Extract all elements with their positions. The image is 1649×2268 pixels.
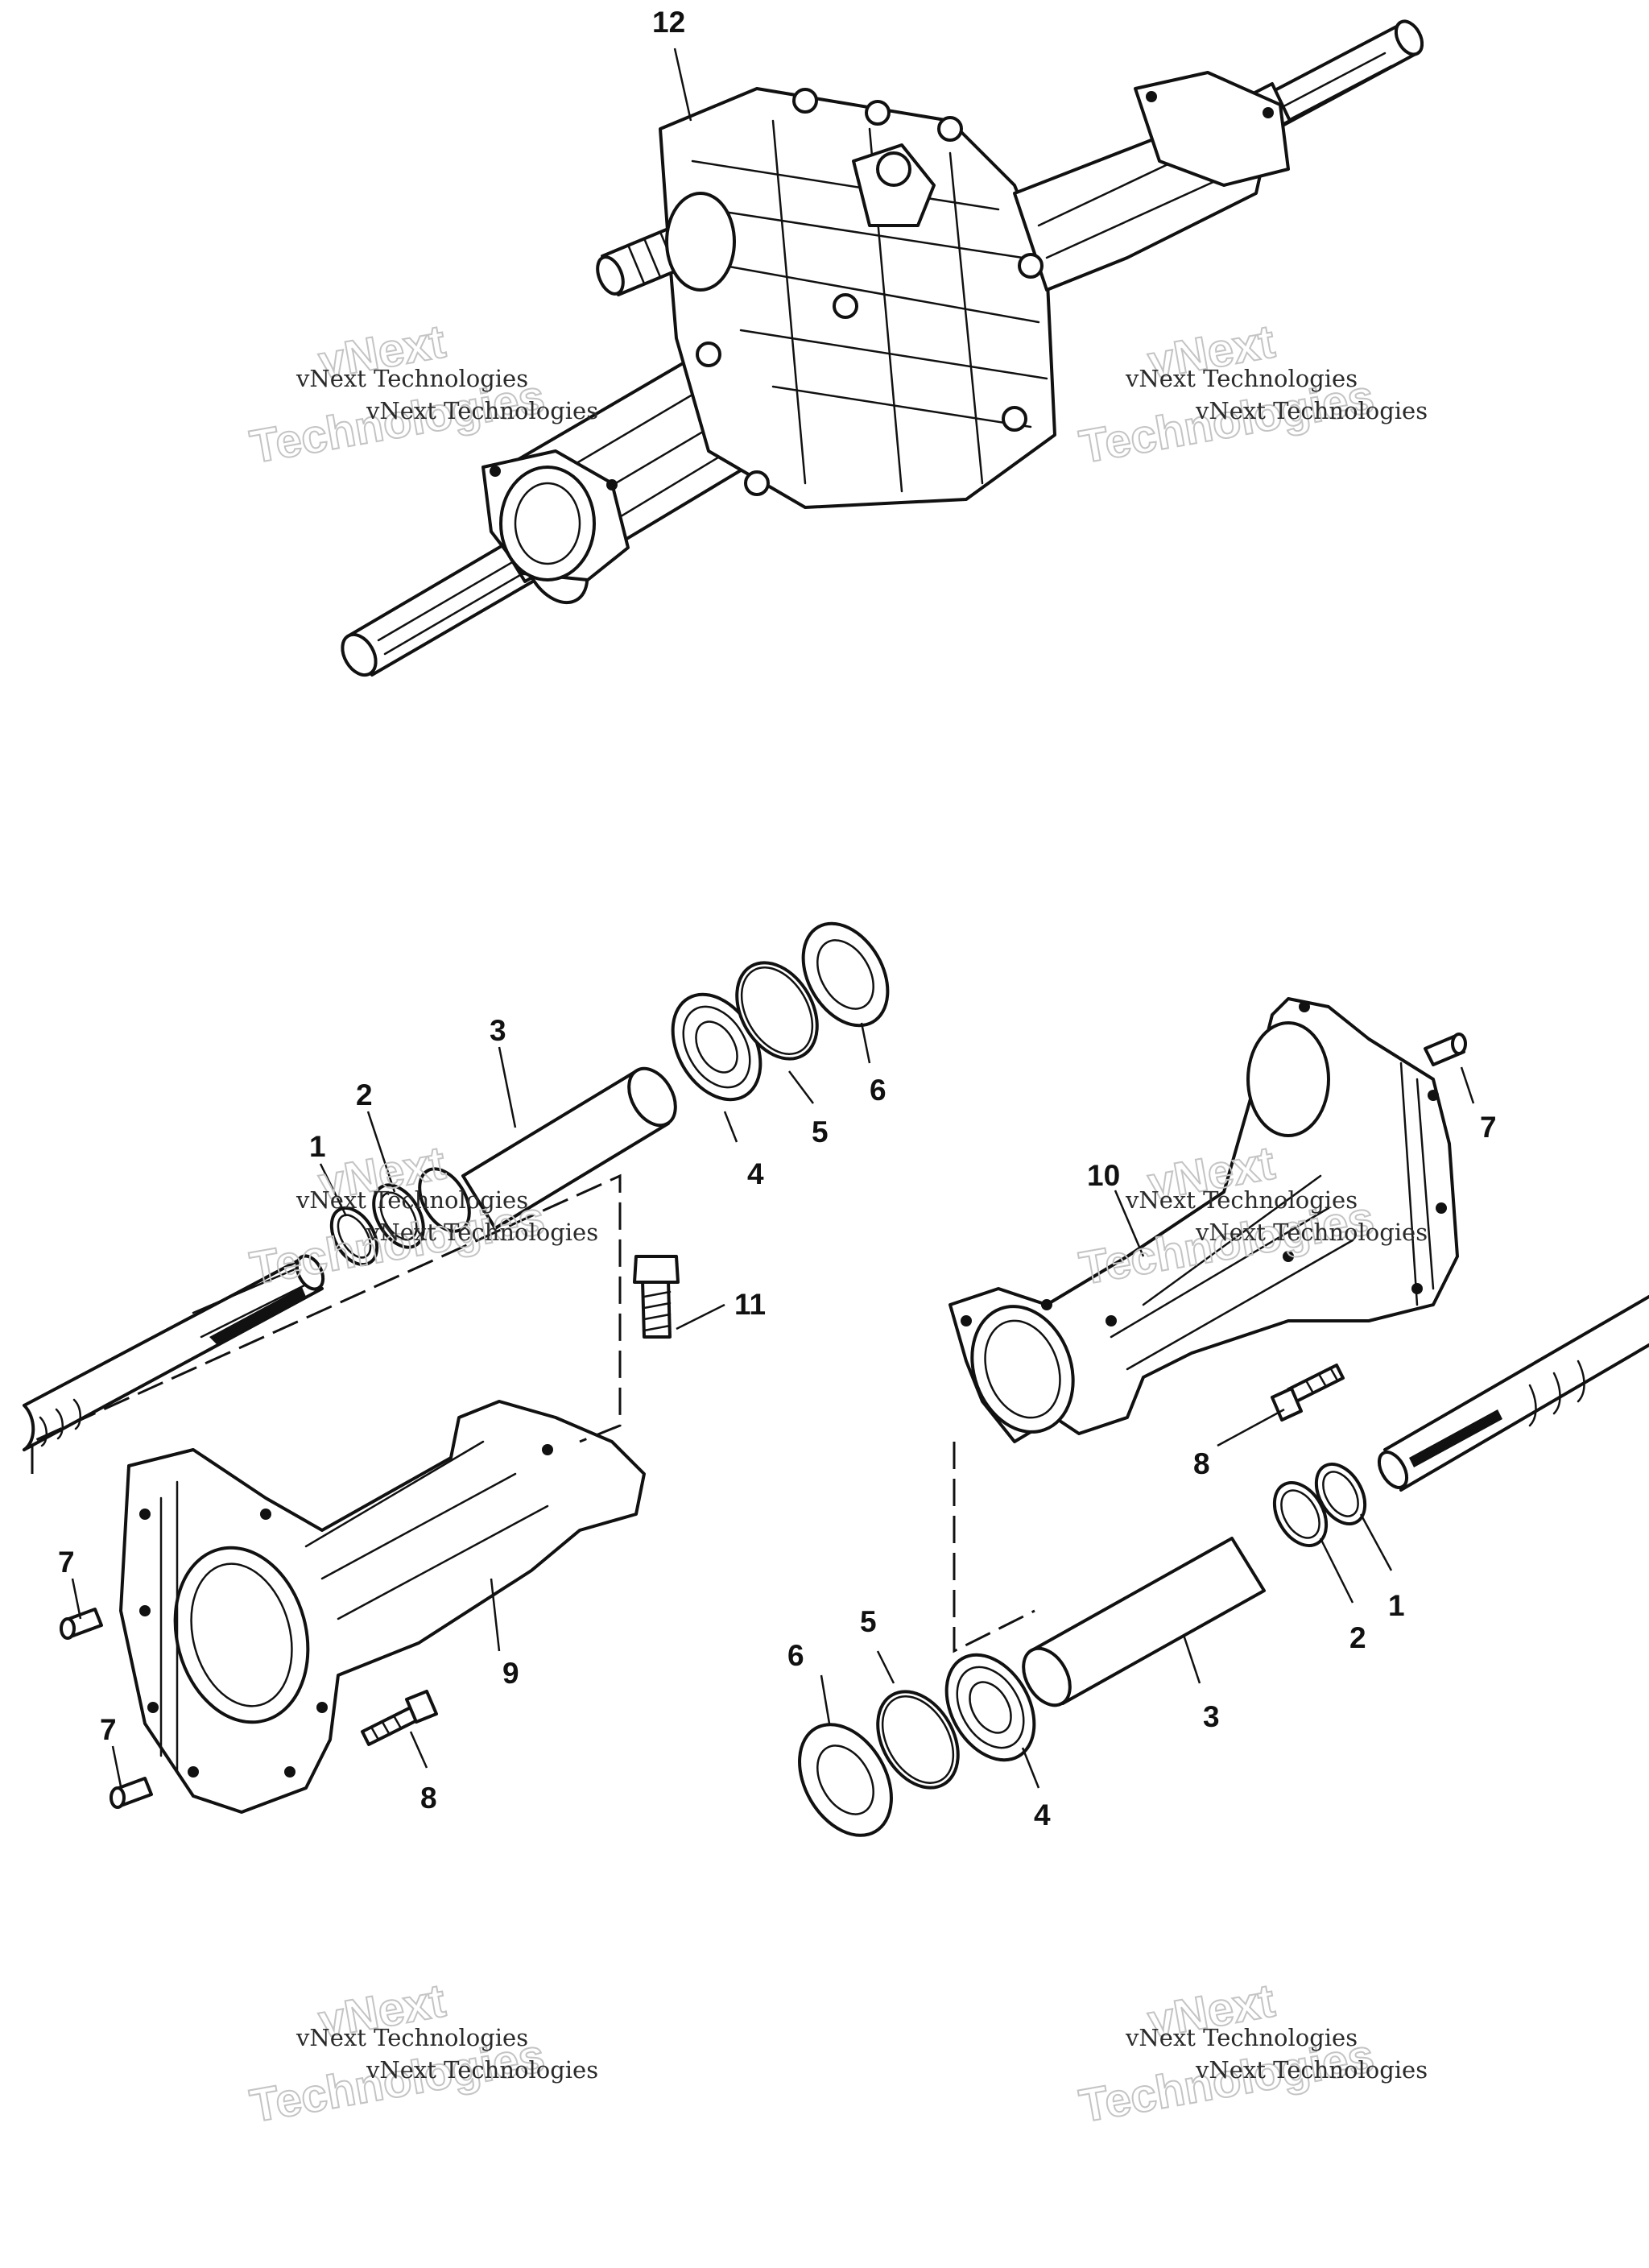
case-bolts — [696, 88, 1044, 496]
callout-5-left: 5 — [812, 1115, 829, 1148]
svg-text:vNext Technologies: vNext Technologies — [1195, 1219, 1428, 1246]
callout-2-right: 2 — [1349, 1621, 1366, 1654]
callout-labels: 12 3 2 1 4 5 6 11 7 7 9 8 10 7 8 1 2 3 4… — [58, 6, 1497, 1831]
right-mounting-flange — [1134, 71, 1290, 187]
snap-ring-left — [418, 1167, 471, 1233]
watermark-bottom-left: vNext Technologies vNext Technologies vN… — [246, 1973, 598, 2133]
gear-case — [659, 87, 1056, 509]
seal-6-right — [798, 1723, 893, 1837]
bolt-11 — [633, 1255, 680, 1339]
retaining-ring-1-left — [329, 1206, 379, 1267]
svg-text:vNext Technologies: vNext Technologies — [1195, 2056, 1428, 2084]
callout-11: 11 — [734, 1288, 766, 1321]
dowel-pin-7-right — [1424, 1033, 1467, 1066]
transaxle-assembly — [341, 19, 1424, 677]
svg-text:vNext Technologies: vNext Technologies — [366, 2056, 598, 2084]
dowel-pin-7-left-bottom — [110, 1777, 153, 1809]
callout-1-left: 1 — [309, 1130, 326, 1163]
callout-9: 9 — [502, 1657, 519, 1690]
callout-6-right: 6 — [787, 1639, 804, 1672]
leader-lines — [71, 48, 1475, 1789]
watermark-bottom-right: vNext Technologies vNext Technologies vN… — [1075, 1973, 1428, 2133]
watermark-top-right: vNext Technologies vNext Technologies vN… — [1075, 314, 1428, 474]
bolt-8-left — [361, 1690, 438, 1746]
seal-ring-2-left — [372, 1183, 425, 1249]
bearing-4-left — [671, 992, 763, 1102]
callout-3-right: 3 — [1203, 1700, 1220, 1733]
dowel-pin-7-left-top — [60, 1608, 103, 1640]
input-shaft — [596, 192, 736, 296]
svg-text:vNext Technologies: vNext Technologies — [295, 2024, 528, 2051]
callout-6-left: 6 — [870, 1074, 886, 1107]
svg-text:vNext Technologies: vNext Technologies — [295, 365, 528, 392]
right-axle-exploded — [798, 997, 1649, 1837]
callout-4-left: 4 — [747, 1157, 764, 1190]
callout-8-right: 8 — [1193, 1447, 1210, 1480]
svg-text:vNext Technologies: vNext Technologies — [366, 397, 598, 424]
assembly-guide-right — [953, 1442, 1035, 1653]
callout-7-left-bottom: 7 — [100, 1713, 117, 1746]
bearing-4-right — [944, 1653, 1036, 1762]
assembly-guide-left — [31, 1173, 622, 1474]
left-axle-exploded — [23, 921, 890, 1814]
svg-text:vNext Technologies: vNext Technologies — [1125, 365, 1358, 392]
bolt-8-right — [1271, 1364, 1345, 1422]
right-axle-shaft-exploded — [1377, 1295, 1649, 1492]
callout-7-left-top: 7 — [58, 1546, 75, 1579]
callout-3-left: 3 — [490, 1014, 506, 1047]
svg-text:vNext Technologies: vNext Technologies — [1195, 397, 1428, 424]
callout-12: 12 — [652, 6, 685, 39]
callout-8-left: 8 — [420, 1782, 437, 1815]
seal-6-left — [801, 921, 890, 1028]
callout-1-right: 1 — [1388, 1589, 1405, 1622]
callout-5-right: 5 — [860, 1605, 877, 1638]
seal-ring-2-right — [1272, 1481, 1329, 1547]
callout-10: 10 — [1087, 1159, 1120, 1192]
callout-2-left: 2 — [356, 1078, 373, 1111]
svg-text:vNext Technologies: vNext Technologies — [366, 1219, 598, 1246]
svg-text:vNext Technologies: vNext Technologies — [1125, 2024, 1358, 2051]
callout-4-right: 4 — [1034, 1798, 1051, 1831]
svg-text:vNext Technologies: vNext Technologies — [295, 1186, 528, 1214]
svg-text:vNext Technologies: vNext Technologies — [1125, 1186, 1358, 1214]
callout-7-right: 7 — [1480, 1111, 1497, 1144]
